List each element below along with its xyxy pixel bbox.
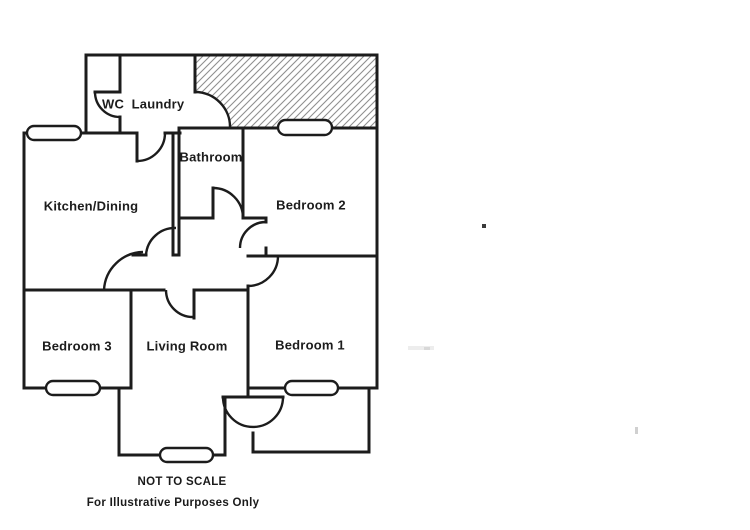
scan-artifacts [408, 224, 638, 434]
room-label-bedroom2: Bedroom 2 [276, 197, 346, 213]
wall-porch [251, 386, 371, 454]
room-label-bedroom1: Bedroom 1 [275, 337, 345, 353]
hatched-area [195, 55, 377, 128]
illustrative-purposes-note: For Illustrative Purposes Only [86, 497, 260, 509]
windows [25, 118, 340, 464]
door-arc-bedroom2 [238, 220, 267, 249]
not-to-scale-note: NOT TO SCALE [137, 476, 227, 488]
window-bedroom2 [276, 118, 334, 137]
wall-wc [93, 53, 122, 135]
door-arc-bedroom1 [247, 255, 280, 288]
door-arc-kitchen [102, 250, 144, 291]
room-label-living-room: Living Room [146, 338, 228, 354]
door-arc-wc [93, 91, 121, 119]
window-bedroom3 [44, 379, 102, 397]
door-arc-laundry-back [194, 90, 232, 129]
window-bedroom1 [283, 379, 340, 397]
door-arc-hall [144, 226, 177, 256]
door-arc-entry [221, 396, 285, 429]
room-label-laundry: Laundry [131, 96, 185, 112]
door-arc-laundry [136, 132, 167, 163]
window-kitchen [25, 124, 83, 142]
door-arc-bathroom [212, 186, 245, 219]
door-arcs [93, 90, 285, 429]
window-living [158, 446, 215, 464]
room-label-wc: WC [101, 96, 125, 112]
door-arc-living [164, 289, 194, 319]
room-label-bedroom3: Bedroom 3 [42, 338, 112, 354]
room-label-kitchen-dining: Kitchen/Dining [43, 198, 139, 214]
wall-living-jog [117, 386, 133, 457]
room-label-bathroom: Bathroom [179, 149, 243, 165]
wall-kitchen-bathroom [171, 126, 181, 257]
